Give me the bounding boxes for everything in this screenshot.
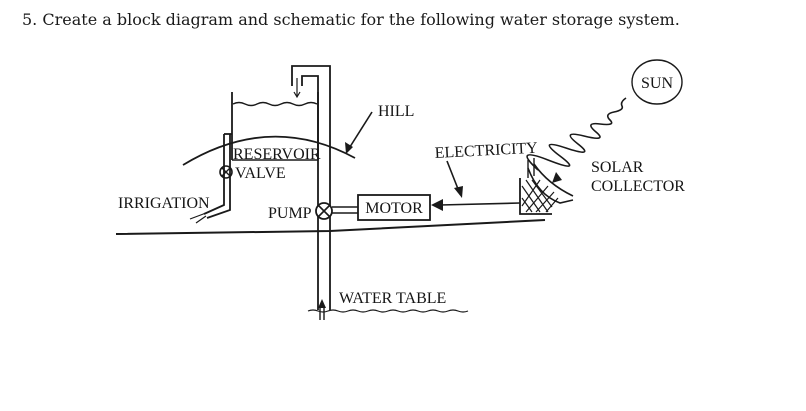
valve-symbol [219,165,233,179]
valve-label: VALVE [235,165,286,182]
sun-label: SUN [641,75,673,92]
sun-circle [631,59,683,105]
motor-box [357,194,431,221]
inlet-pipe [291,65,331,310]
question-number: 5. [22,10,38,29]
hill-label: HILL [378,103,414,120]
electric-wire [431,199,521,211]
reservoir-label: RESERVOIR [233,146,321,163]
electricity-label: ELECTRICITY [434,140,538,162]
outlet-pipe [189,133,232,224]
irrigation-label: IRRIGATION [118,195,210,212]
collector-label: COLLECTOR [591,178,685,195]
shaft [332,206,358,214]
solar-label: SOLAR [591,159,644,176]
hill-curve [182,135,356,166]
solar-collector [519,158,574,215]
pump-label: PUMP [268,205,312,222]
pump-symbol [315,202,333,220]
motor-label: MOTOR [365,200,423,217]
electricity-arrow [446,160,463,198]
question-body: Create a block diagram and schematic for… [42,10,680,29]
water-table-line [307,299,469,320]
question-text: 5. Create a block diagram and schematic … [22,10,680,29]
hill-arrow [345,111,373,154]
sun-rays [526,97,627,183]
water-table-label: WATER TABLE [339,290,446,307]
